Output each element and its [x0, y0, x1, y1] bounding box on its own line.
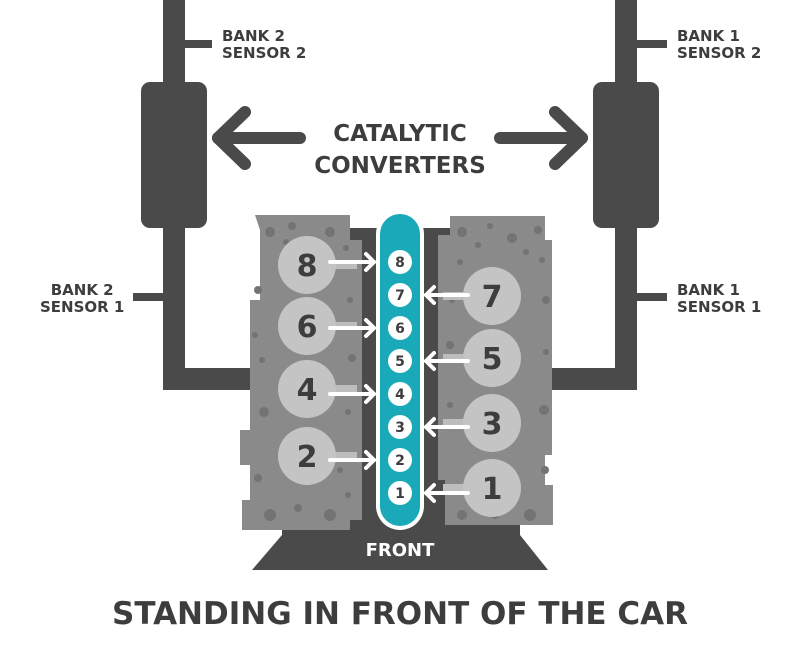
cylinder-connector	[335, 261, 357, 269]
firing-dot	[388, 283, 412, 307]
cylinder-arrow	[424, 483, 470, 503]
footer-title: STANDING IN FRONT OF THE CAR	[112, 596, 688, 632]
firing-dot	[388, 448, 412, 472]
cylinder-arrow	[328, 450, 376, 470]
cylinder	[278, 427, 336, 485]
firing-dot	[388, 316, 412, 340]
cylinder-label: 1	[482, 472, 503, 507]
label-line: BANK 1	[677, 27, 740, 45]
cylinder-arrow	[328, 252, 376, 272]
cylinder-arrow	[424, 285, 470, 305]
firing-dot-label: 6	[395, 321, 405, 337]
cylinder	[463, 459, 521, 517]
cylinder-connector	[443, 354, 465, 362]
bank2-pipe-lower	[163, 225, 185, 390]
label-line: BANK 1	[677, 281, 740, 299]
firing-dot-label: 8	[395, 255, 405, 271]
bank2-sensor2-probe	[185, 40, 212, 48]
bank2-sensor1-label: BANK 2 SENSOR 1	[40, 282, 124, 316]
cylinder-label: 6	[297, 310, 318, 345]
cylinder-label: 7	[482, 280, 503, 315]
cylinder-arrow	[328, 384, 376, 404]
cylinder-label: 4	[297, 373, 318, 408]
cylinder	[463, 394, 521, 452]
front-label: FRONT	[365, 540, 435, 561]
bank1-sensor1-label: BANK 1 SENSOR 1	[677, 282, 761, 316]
cylinder-connector	[335, 385, 357, 393]
firing-dot-label: 3	[395, 420, 405, 436]
firing-dot	[388, 250, 412, 274]
bank1-pipe-upper	[615, 0, 637, 90]
firing-dot-label: 1	[395, 486, 405, 502]
bank1-sensor1-probe	[637, 293, 667, 301]
exhaust-pipes	[133, 0, 667, 390]
label-line: SENSOR 1	[40, 298, 125, 316]
label-line: SENSOR 2	[677, 44, 762, 62]
label-line: BANK 2	[222, 27, 285, 45]
firing-dot-label: 7	[395, 288, 405, 304]
cylinder-label: 5	[482, 342, 503, 377]
cylinder-arrow	[424, 351, 470, 371]
cylinder-arrows	[328, 252, 470, 503]
cylinder-connector	[335, 452, 357, 460]
bank2-pipe-connector	[163, 368, 273, 390]
firing-dot-label: 4	[395, 387, 405, 403]
cylinder	[278, 360, 336, 418]
cylinder-connector	[443, 419, 465, 427]
cylinder	[463, 267, 521, 325]
bank1-pipe-lower	[615, 225, 637, 390]
cylinder-arrow	[328, 318, 376, 338]
bank1-cylinders: 7 5 3 1	[443, 267, 521, 517]
bank2-sensor1-probe	[133, 293, 163, 301]
cylinder-label: 2	[297, 440, 318, 475]
catalytic-arrow-right	[494, 106, 588, 170]
cylinder-arrow	[424, 417, 470, 437]
cylinder-label: 8	[297, 249, 318, 284]
cylinder-connector	[443, 484, 465, 492]
cylinder-label: 3	[482, 407, 503, 442]
bank1-pipe-connector	[530, 368, 637, 390]
label-line: CONVERTERS	[314, 153, 486, 179]
label-line: BANK 2	[50, 281, 114, 299]
bank1-sensor2-probe	[637, 40, 667, 48]
firing-dot	[388, 349, 412, 373]
catalytic-converters-label: CATALYTIC CONVERTERS	[270, 118, 530, 182]
bank1-sensor2-label: BANK 1 SENSOR 2	[677, 28, 761, 62]
firing-dot	[388, 382, 412, 406]
cylinder	[278, 236, 336, 294]
firing-dot	[388, 415, 412, 439]
bank2-sensor2-label: BANK 2 SENSOR 2	[222, 28, 306, 62]
catalytic-arrow-left	[212, 106, 306, 170]
label-line: CATALYTIC	[333, 121, 467, 147]
label-line: SENSOR 2	[222, 44, 307, 62]
bank2-pipe-upper	[163, 0, 185, 90]
firing-dot-label: 2	[395, 453, 405, 469]
firing-dot-label: 5	[395, 354, 405, 370]
cylinder	[278, 297, 336, 355]
cylinder	[463, 329, 521, 387]
bank2-catalytic-converter	[141, 82, 207, 228]
firing-order-dots: 8 7 6 5 4 3 2 1	[388, 250, 412, 505]
firing-dot	[388, 481, 412, 505]
label-line: SENSOR 1	[677, 298, 762, 316]
bank1-catalytic-converter	[593, 82, 659, 228]
